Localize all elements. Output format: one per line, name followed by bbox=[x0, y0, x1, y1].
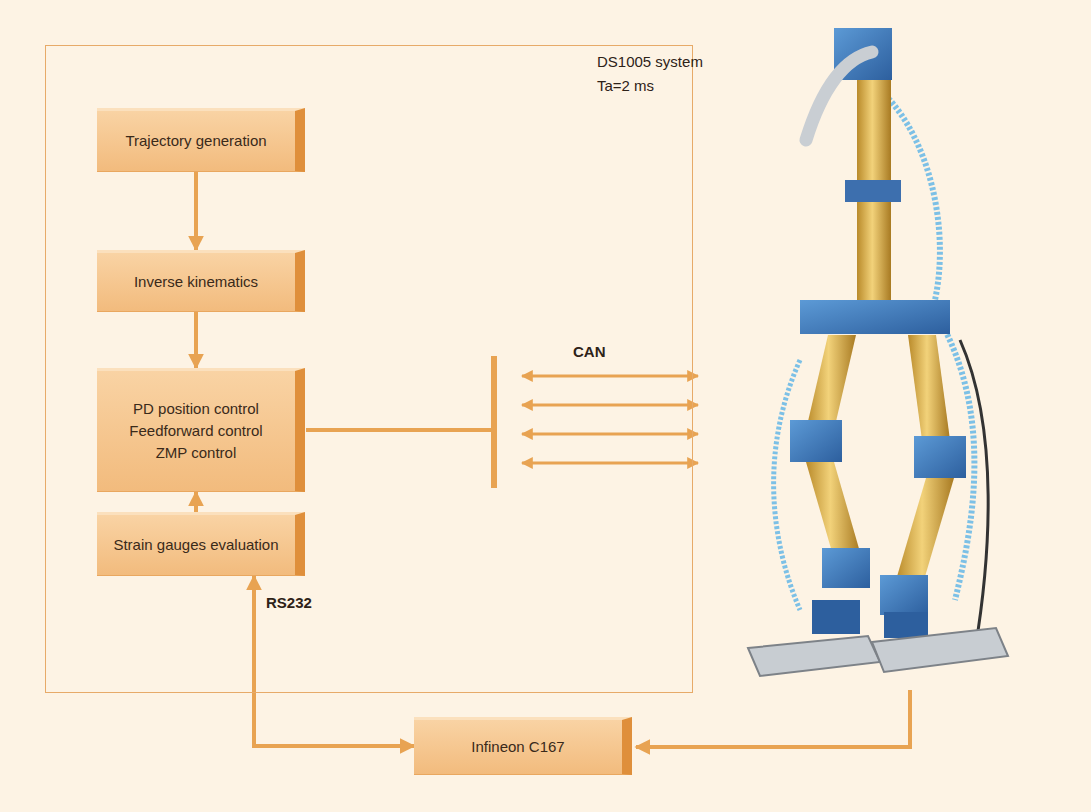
system-caption: DS1005 systemTa=2 ms bbox=[597, 50, 703, 98]
flow-arrow bbox=[194, 172, 198, 250]
flow-arrow bbox=[254, 576, 414, 746]
ankle bbox=[880, 575, 928, 615]
system-frame: DS1005 systemTa=2 msTrajectory generatio… bbox=[45, 45, 693, 693]
foot bbox=[748, 636, 880, 676]
bus-line bbox=[306, 428, 492, 432]
box-label: Strain gauges evaluation bbox=[113, 534, 278, 556]
thigh bbox=[908, 335, 950, 440]
cable bbox=[960, 340, 988, 650]
process-box: Strain gauges evaluation bbox=[97, 512, 305, 576]
box-label: ZMP control bbox=[156, 442, 237, 464]
ankle bbox=[812, 600, 860, 634]
link-label: RS232 bbox=[266, 594, 312, 611]
box-label: PD position control bbox=[133, 398, 259, 420]
ankle bbox=[822, 548, 870, 588]
process-box: PD position controlFeedforward controlZM… bbox=[97, 368, 305, 492]
flow-arrow bbox=[194, 492, 198, 512]
can-arrow bbox=[522, 404, 698, 407]
knee bbox=[790, 420, 842, 462]
shin bbox=[896, 478, 954, 580]
process-box: Inverse kinematics bbox=[97, 250, 305, 312]
sensor-arrow bbox=[636, 690, 910, 747]
box-label: Trajectory generation bbox=[125, 130, 266, 152]
tube bbox=[806, 52, 872, 140]
box-label: Feedforward control bbox=[129, 420, 262, 442]
process-box: Trajectory generation bbox=[97, 108, 305, 172]
controller-box: Infineon C167 bbox=[414, 717, 632, 775]
cable bbox=[774, 360, 800, 610]
foot bbox=[872, 628, 1008, 672]
can-arrow bbox=[522, 375, 698, 378]
box-label: Infineon C167 bbox=[471, 736, 564, 758]
ankle bbox=[884, 612, 928, 638]
knee bbox=[914, 436, 966, 478]
can-arrow bbox=[522, 433, 698, 436]
system-label: Ta=2 ms bbox=[597, 74, 703, 98]
box-label: Inverse kinematics bbox=[134, 271, 258, 293]
flow-arrow bbox=[194, 312, 198, 368]
robot-illustration bbox=[748, 28, 1008, 676]
shin bbox=[806, 462, 860, 552]
bus-label: CAN bbox=[573, 343, 606, 360]
can-arrow bbox=[522, 462, 698, 465]
hip bbox=[800, 300, 950, 334]
torso-joint bbox=[845, 180, 901, 202]
thigh bbox=[806, 335, 856, 430]
bus-bar bbox=[491, 356, 497, 488]
system-label: DS1005 system bbox=[597, 50, 703, 74]
